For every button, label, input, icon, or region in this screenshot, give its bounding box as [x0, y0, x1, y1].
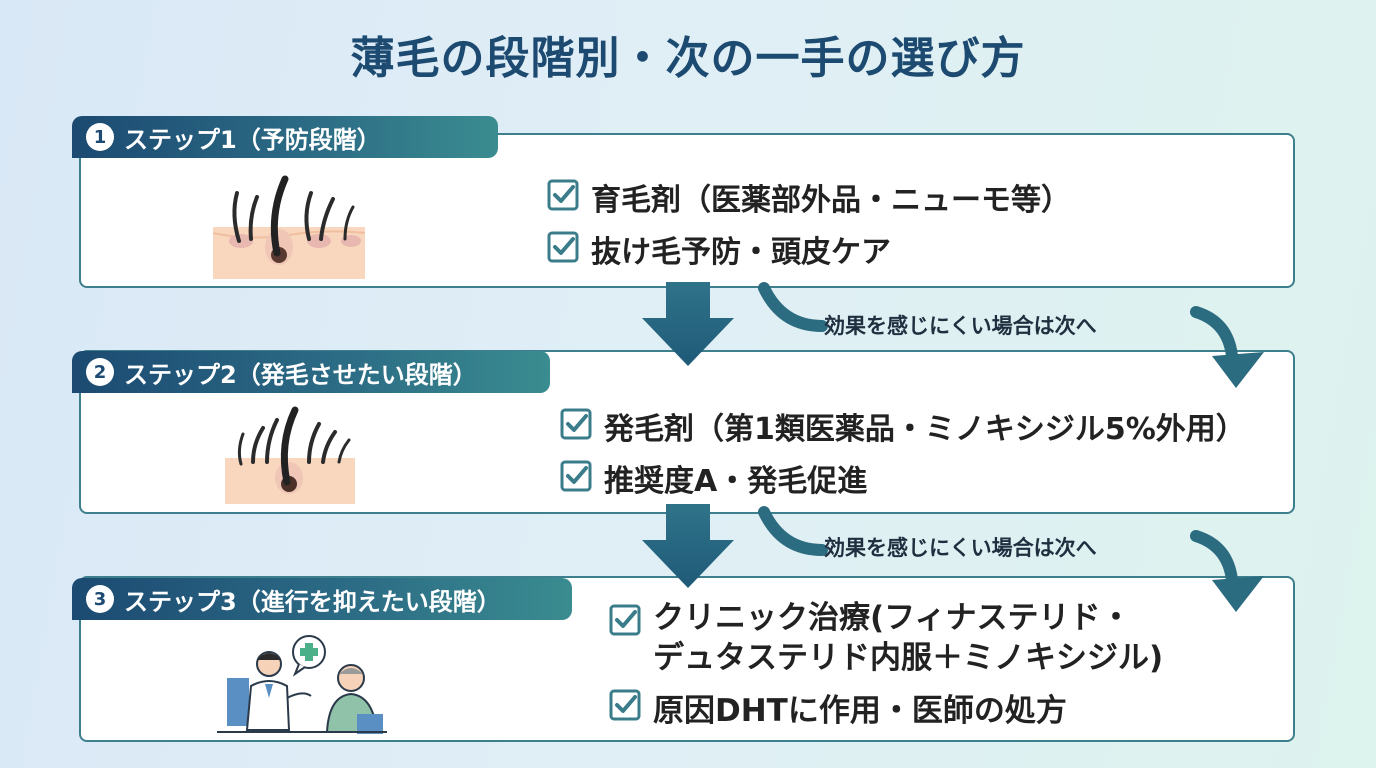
step-1-card: 育毛剤（医薬部外品・ニューモ等） 抜け毛予防・頭皮ケア: [79, 133, 1295, 288]
step-label-text: ステップ1（予防段階）: [124, 125, 381, 154]
step-label-text: ステップ3（進行を抑えたい段階）: [124, 587, 501, 616]
list-item: 育毛剤（医薬部外品・ニューモ等）: [547, 175, 1071, 219]
step-2-items: 発毛剤（第1類医薬品・ミノキシジル5%外用） 推奨度A・発毛促進: [560, 404, 1246, 500]
list-item: 原因DHTに作用・医師の処方: [609, 685, 1163, 730]
curved-arrow-icon: [758, 506, 1264, 612]
down-arrow-icon: [642, 504, 734, 588]
hair-follicle-icon: [212, 175, 366, 279]
next-step-hint: 効果を感じにくい場合は次へ: [824, 536, 1097, 560]
list-item: 発毛剤（第1類医薬品・ミノキシジル5%外用）: [560, 404, 1246, 448]
down-arrow-icon: [642, 282, 734, 366]
list-item: 推奨度A・発毛促進: [560, 456, 1246, 500]
doctor-consultation-icon: [217, 635, 387, 734]
page-title: 薄毛の段階別・次の一手の選び方: [350, 33, 1026, 84]
item-text: 原因DHTに作用・医師の処方: [653, 692, 1067, 729]
checkbox-checked-icon: [560, 460, 592, 492]
checkbox-checked-icon: [560, 408, 592, 440]
hair-follicle-icon: [225, 406, 355, 504]
step-1-items: 育毛剤（医薬部外品・ニューモ等） 抜け毛予防・頭皮ケア: [547, 175, 1071, 271]
step-number-badge: 1: [86, 123, 114, 151]
checkbox-checked-icon: [547, 231, 579, 263]
list-item: クリニック治療(フィナステリド・ デュタステリド内服＋ミノキシジル): [609, 598, 1163, 679]
step-number-badge: 3: [86, 585, 114, 613]
item-text: 推奨度A・発毛促進: [604, 464, 868, 499]
item-text: 発毛剤（第1類医薬品・ミノキシジル5%外用）: [604, 412, 1246, 447]
step-2-label: 2 ステップ2（発毛させたい段階）: [72, 351, 550, 393]
step-3-label: 3 ステップ3（進行を抑えたい段階）: [72, 578, 572, 620]
step-3-items: クリニック治療(フィナステリド・ デュタステリド内服＋ミノキシジル) 原因DHT…: [609, 598, 1163, 730]
curved-arrow-icon: [758, 282, 1264, 388]
step-1-label: 1 ステップ1（予防段階）: [72, 116, 498, 158]
checkbox-checked-icon: [547, 179, 579, 211]
item-text: クリニック治療(フィナステリド・ デュタステリド内服＋ミノキシジル): [653, 600, 1164, 677]
item-text: 抜け毛予防・頭皮ケア: [591, 235, 891, 270]
list-item: 抜け毛予防・頭皮ケア: [547, 227, 1071, 271]
step-number-badge: 2: [86, 358, 114, 386]
checkbox-checked-icon: [609, 604, 641, 636]
item-text: 育毛剤（医薬部外品・ニューモ等）: [591, 183, 1071, 218]
step-label-text: ステップ2（発毛させたい段階）: [124, 360, 477, 389]
next-step-hint: 効果を感じにくい場合は次へ: [824, 314, 1097, 338]
checkbox-checked-icon: [609, 689, 641, 721]
